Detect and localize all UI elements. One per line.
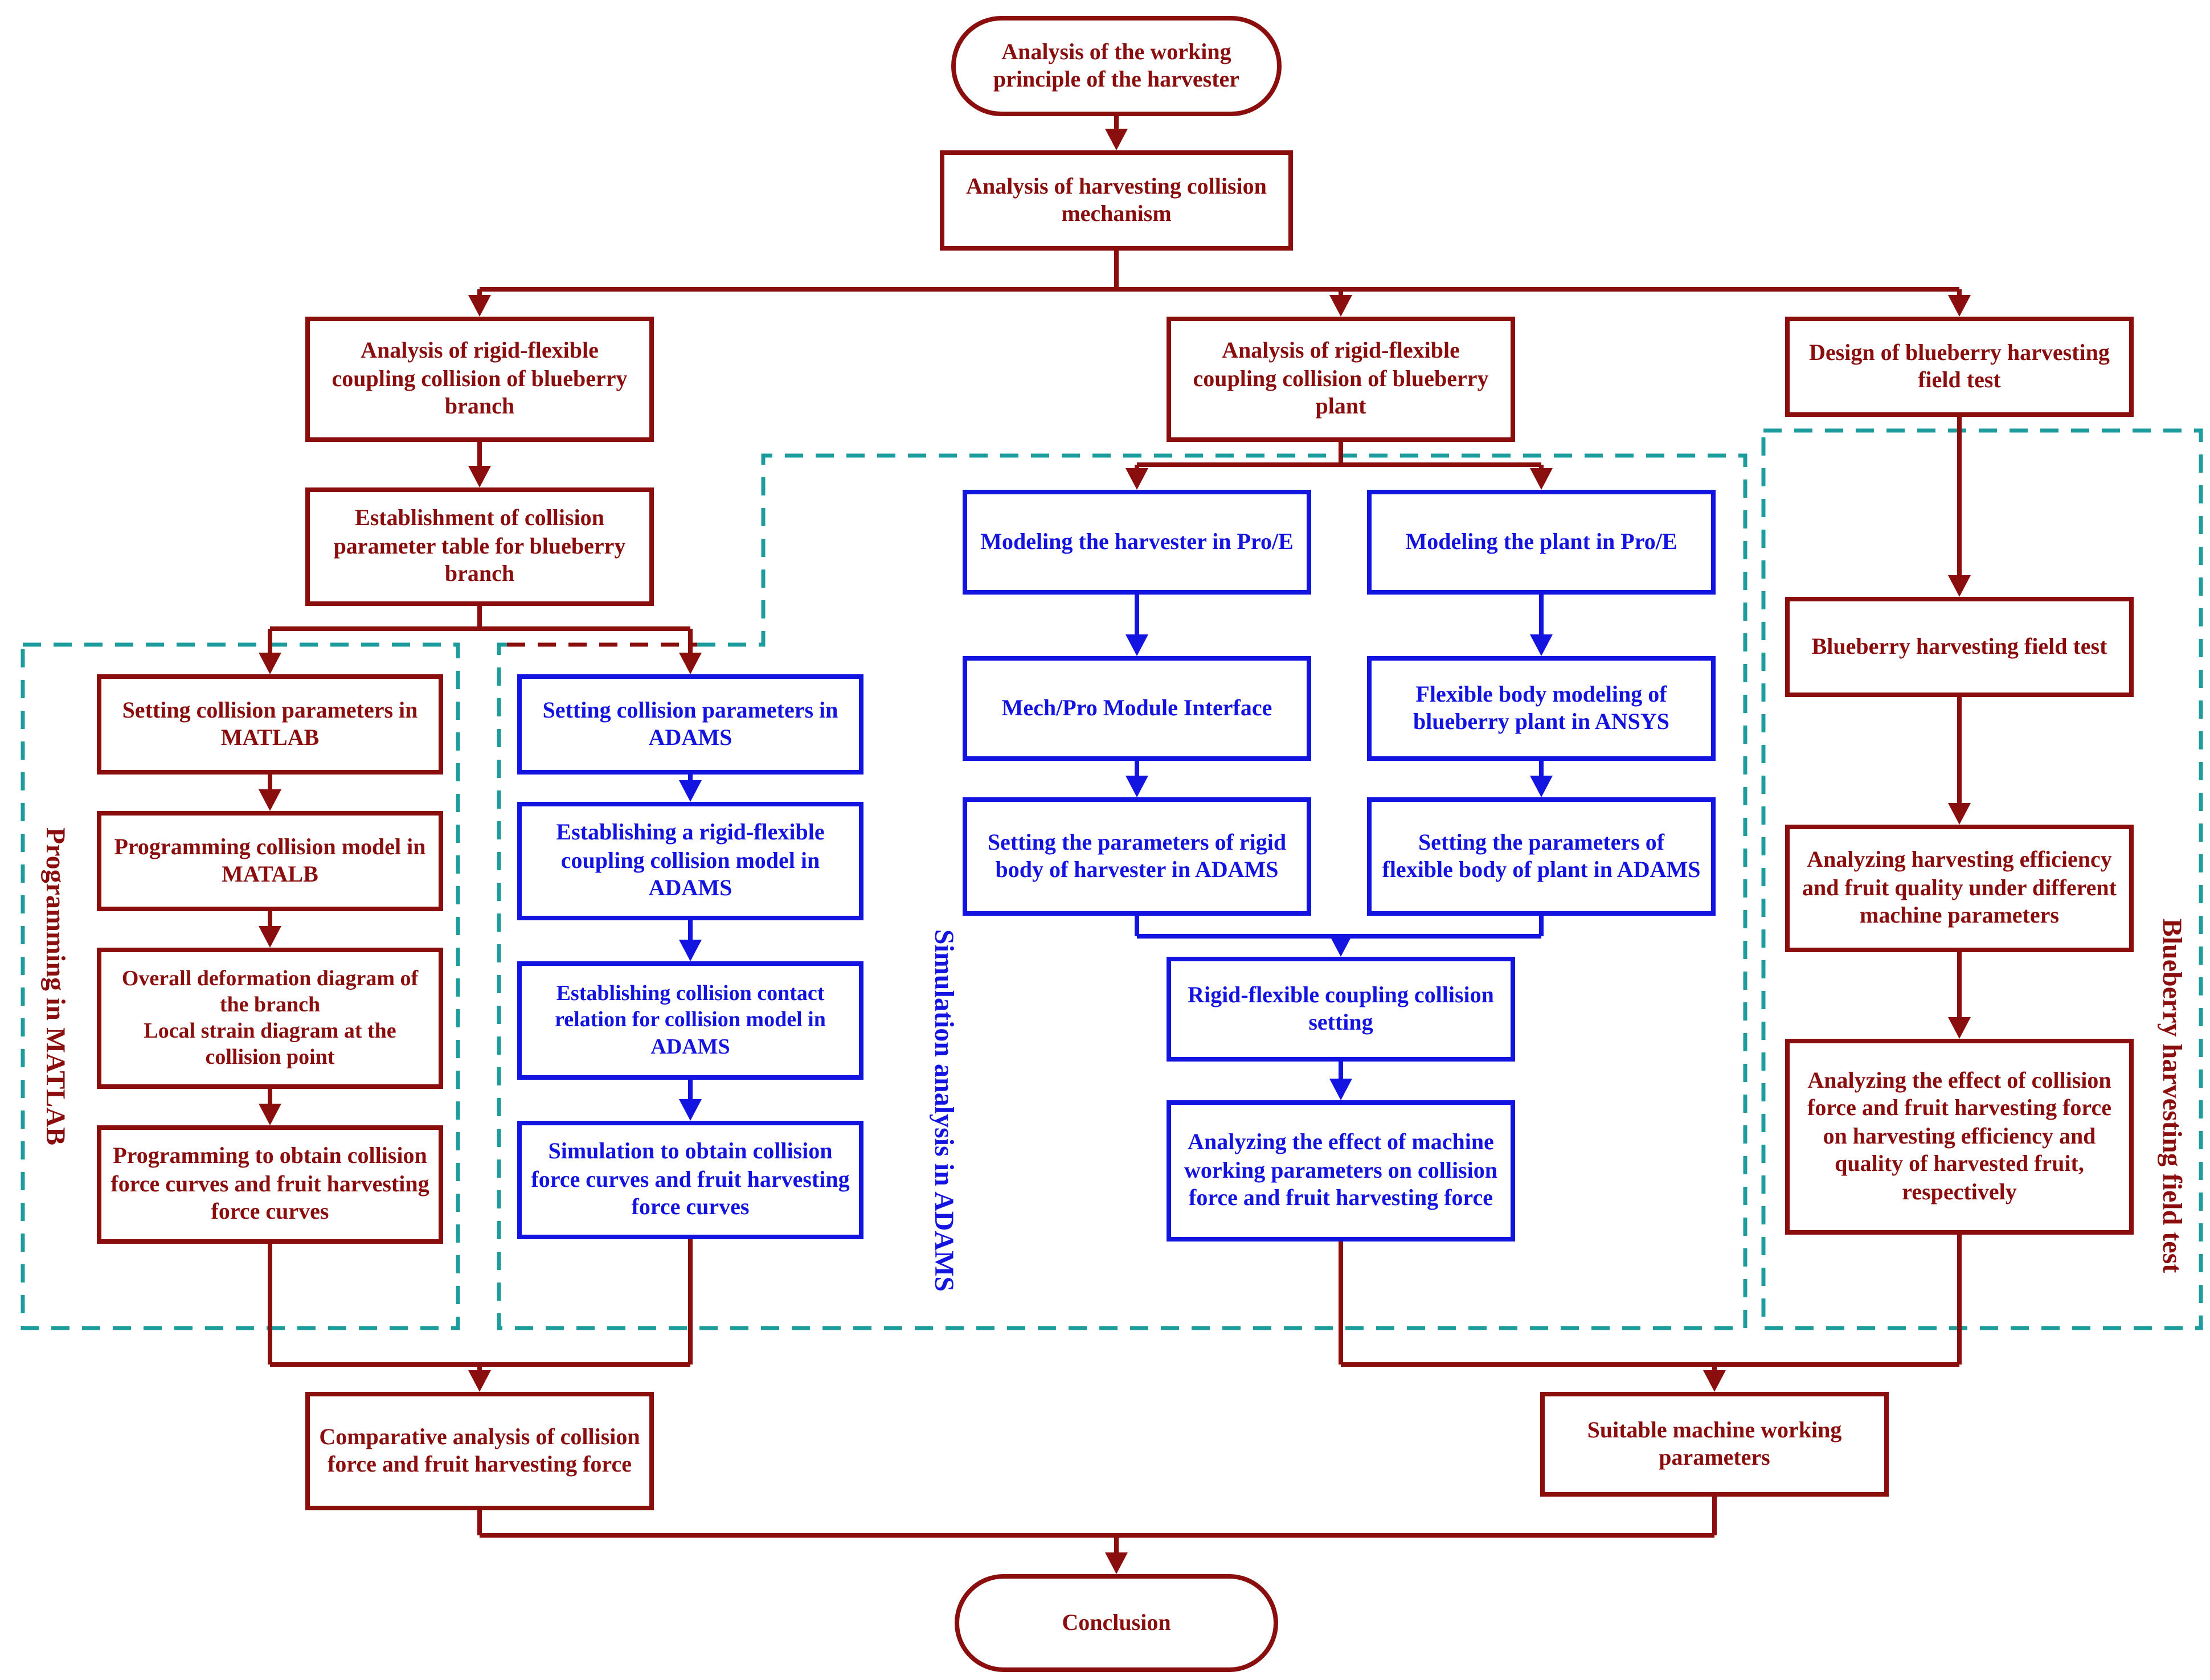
matlab-region-border [21,642,460,1330]
arrowhead-icon [1948,1017,1971,1039]
arrowhead-icon [259,1104,281,1125]
arrowhead-icon [1329,935,1352,957]
matlab-region-label: Programming in MATLAB [40,827,69,1146]
arrowhead-icon [1948,295,1971,317]
node-field-test-design: Design of blueberry harvesting field tes… [1785,317,2134,417]
field-test-region-label: Blueberry harvesting field test [2156,918,2186,1273]
arrowhead-icon [1329,1079,1352,1100]
node-ansys-flexible-body: Flexible body modeling of blueberry plan… [1367,656,1716,761]
node-matlab-curves: Programming to obtain collision force cu… [97,1125,443,1244]
node-matlab-params: Setting collision parameters in MATLAB [97,674,443,775]
node-suitable-params: Suitable machine working parameters [1540,1392,1889,1497]
arrowhead-icon [1948,803,1971,825]
arrowhead-icon [679,653,702,674]
node-adams-contact: Establishing collision contact relation … [517,961,863,1080]
node-machine-effect: Analyzing the effect of machine working … [1167,1100,1515,1241]
node-plant-proe: Modeling the plant in Pro/E [1367,490,1716,595]
node-mechpro-interface: Mech/Pro Module Interface [963,656,1311,761]
node-adams-params: Setting collision parameters in ADAMS [517,674,863,775]
node-harvester-proe: Modeling the harvester in Pro/E [963,490,1311,595]
arrowhead-icon [1530,468,1553,490]
arrowhead-icon [679,780,702,802]
node-start-oval: Analysis of the working principle of the… [951,16,1282,116]
node-adams-model: Establishing a rigid-flexible coupling c… [517,802,863,920]
node-coupling-setting: Rigid-flexible coupling collision settin… [1167,957,1515,1062]
node-param-table: Establishment of collision parameter tab… [305,487,654,606]
node-rigid-body-params: Setting the parameters of rigid body of … [963,797,1311,916]
arrowhead-icon [1105,129,1128,150]
arrowhead-icon [1703,1370,1726,1392]
arrowhead-icon [1126,776,1148,797]
field-test-region-border [1761,428,2203,1330]
arrowhead-icon [679,1099,702,1121]
arrowhead-icon [468,1370,491,1392]
arrowhead-icon [1105,1552,1128,1574]
arrowhead-icon [1530,776,1553,797]
node-branch-analysis: Analysis of rigid-flexible coupling coll… [305,317,654,442]
node-plant-analysis: Analysis of rigid-flexible coupling coll… [1167,317,1515,442]
node-efficiency-quality: Analyzing harvesting efficiency and frui… [1785,825,2134,952]
arrowhead-icon [1948,575,1971,597]
flow-arrows [259,116,1971,1574]
adams-region-border [497,453,1747,1330]
adams-region-label: Simulation analysis in ADAMS [928,929,958,1292]
arrowhead-icon [468,466,491,487]
node-adams-sim: Simulation to obtain collision force cur… [517,1121,863,1239]
arrowhead-icon [679,940,702,961]
arrowhead-icon [1126,468,1148,490]
node-matlab-model: Programming collision model in MATALB [97,811,443,911]
arrowhead-icon [259,653,281,674]
arrowhead-icon [1329,295,1352,317]
node-comparative-analysis: Comparative analysis of collision force … [305,1392,654,1510]
arrowhead-icon [1126,634,1148,656]
arrowhead-icon [259,789,281,811]
arrowhead-icon [468,295,491,317]
node-flexible-body-params: Setting the parameters of flexible body … [1367,797,1716,916]
arrowhead-icon [259,926,281,948]
node-collision-mechanism: Analysis of harvesting collision mechani… [940,150,1293,251]
node-matlab-diagram: Overall deformation diagram of the branc… [97,948,443,1089]
node-field-test: Blueberry harvesting field test [1785,597,2134,697]
arrowhead-icon [1530,634,1553,656]
node-force-effect: Analyzing the effect of collision force … [1785,1039,2134,1235]
node-conclusion-oval: Conclusion [955,1574,1278,1672]
